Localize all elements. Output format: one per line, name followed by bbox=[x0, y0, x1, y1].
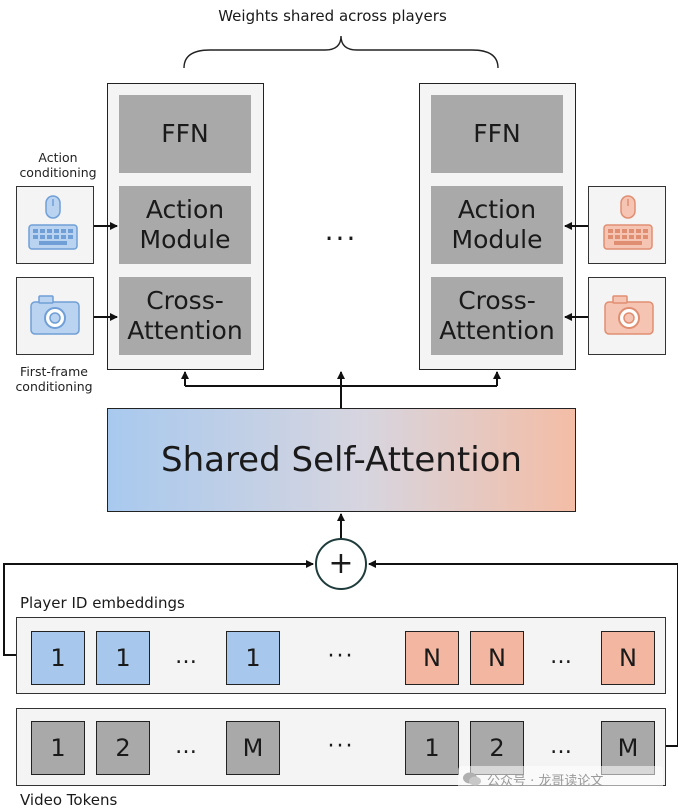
player-id-group-ellipsis: ··· bbox=[327, 644, 355, 669]
right-cross-attention-block: Cross- Attention bbox=[431, 277, 563, 355]
video-token: M bbox=[226, 721, 280, 775]
right-ffn-block: FFN bbox=[431, 95, 563, 173]
video-token: 2 bbox=[96, 721, 150, 775]
left-cross-attention-block: Cross- Attention bbox=[119, 277, 251, 355]
shared-self-attention-label: Shared Self-Attention bbox=[160, 440, 522, 480]
camera-icon bbox=[30, 295, 80, 335]
wechat-icon bbox=[462, 771, 482, 787]
first-frame-conditioning-caption: First-frame conditioning bbox=[15, 364, 93, 394]
watermark-text: 公众号 · 龙哥读论文 bbox=[458, 766, 663, 792]
diagram-title: Weights shared across players bbox=[218, 7, 447, 25]
left-action-icon-box bbox=[16, 186, 94, 264]
video-token: 1 bbox=[405, 721, 459, 775]
between-players-ellipsis: ··· bbox=[324, 222, 358, 255]
player-id-token: 1 bbox=[226, 631, 280, 685]
shared-self-attention-block: Shared Self-Attention bbox=[107, 408, 576, 512]
watermark-label: 公众号 · 龙哥读论文 bbox=[487, 773, 604, 789]
sum-node: + bbox=[315, 538, 367, 590]
player-id-label: Player ID embeddings bbox=[20, 594, 185, 612]
mouse-keyboard-icon bbox=[603, 195, 653, 250]
player-id-token: 1 bbox=[96, 631, 150, 685]
left-ffn-block: FFN bbox=[119, 95, 251, 173]
action-conditioning-caption: Action conditioning bbox=[19, 150, 97, 180]
mouse-keyboard-icon bbox=[28, 195, 78, 250]
player-id-token: N bbox=[405, 631, 459, 685]
right-action-module-block: Action Module bbox=[431, 186, 563, 264]
plus-symbol: + bbox=[328, 546, 354, 581]
camera-icon bbox=[604, 295, 654, 335]
left-action-module-block: Action Module bbox=[119, 186, 251, 264]
video-token: 1 bbox=[31, 721, 85, 775]
right-action-icon-box bbox=[588, 186, 666, 264]
video-token-group-ellipsis: ··· bbox=[327, 734, 355, 759]
left-first-frame-icon-box bbox=[16, 277, 94, 355]
video-tokens-label: Video Tokens bbox=[20, 791, 118, 809]
player-id-token: N bbox=[601, 631, 655, 685]
player-id-ellipsis: … bbox=[550, 644, 574, 669]
video-token-ellipsis: … bbox=[175, 734, 199, 759]
video-token-ellipsis: … bbox=[550, 734, 574, 759]
player-id-token: N bbox=[470, 631, 524, 685]
right-first-frame-icon-box bbox=[588, 277, 666, 355]
player-id-token: 1 bbox=[31, 631, 85, 685]
player-id-ellipsis: … bbox=[175, 644, 199, 669]
